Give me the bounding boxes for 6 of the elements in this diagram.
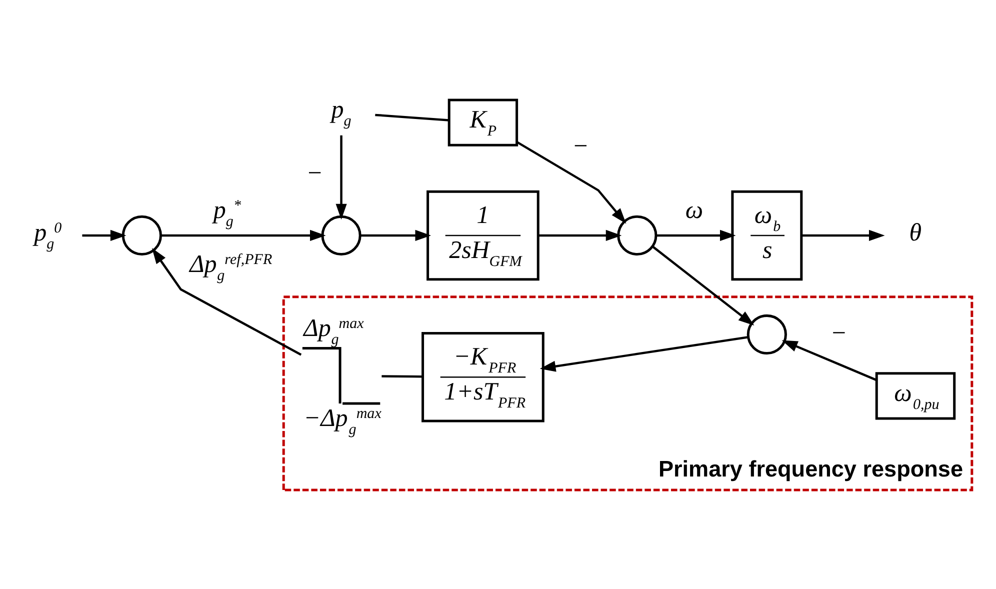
node-text: θ <box>909 218 922 246</box>
node-text: p$_{g}$ <box>331 96 352 130</box>
edge-label: − <box>830 319 848 346</box>
edge-label: ω <box>685 196 704 224</box>
edge-label: − <box>306 159 324 186</box>
edge-label: − <box>572 132 589 160</box>
